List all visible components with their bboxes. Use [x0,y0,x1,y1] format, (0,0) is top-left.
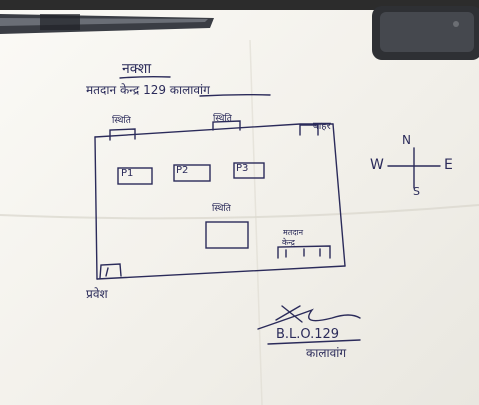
table-edge [0,0,479,10]
entry-label: प्रवेश [86,287,108,301]
structure-label-top-left: स्थिति [112,116,131,126]
title-underline [119,75,171,79]
boundary-bottom [96,265,346,280]
map-sketch [94,75,441,345]
room-p3 [233,162,265,179]
signature-scribble [257,305,361,330]
polling-booth [277,245,331,259]
phone-icon [372,6,479,60]
room-p1 [117,167,153,185]
polling-booth-lines [285,248,321,258]
subtitle-underline [199,93,271,97]
booth-label-line1: मतदान [283,228,304,237]
compass-north: N [402,133,411,147]
structure-top-center [212,120,241,131]
compass-south: S [413,185,420,198]
paper-fold [0,204,479,220]
map-subtitle: मतदान केन्द्र 129 कालावांग [86,83,210,97]
entry-gate [99,263,122,279]
signature-code: B.L.O.129 [276,327,340,342]
room-p2 [173,164,211,182]
exit-gate [299,124,319,136]
booth-label-line2: केन्द्र [282,238,295,247]
signature-place: कालावांग [306,346,347,360]
boundary-top [94,123,334,138]
boundary-left [94,136,98,280]
pen-icon [0,14,214,34]
signature-underline [267,339,361,345]
room-label-p3: P3 [236,163,249,174]
compass-east: E [444,157,453,173]
exit-label: बाहर [313,121,331,132]
boundary-right [332,123,346,267]
structure-label-top-center: स्थिति [213,114,232,124]
structure-center [205,221,249,249]
map-title: नक्शा [122,61,152,77]
structure-top-left [109,128,136,141]
compass-west: W [370,157,384,173]
structure-label-center: स्थिति [212,204,231,214]
room-label-p2: P2 [176,165,189,176]
entry-arrow [105,267,109,277]
room-label-p1: P1 [121,168,134,179]
paper-fold-vertical [249,39,263,405]
